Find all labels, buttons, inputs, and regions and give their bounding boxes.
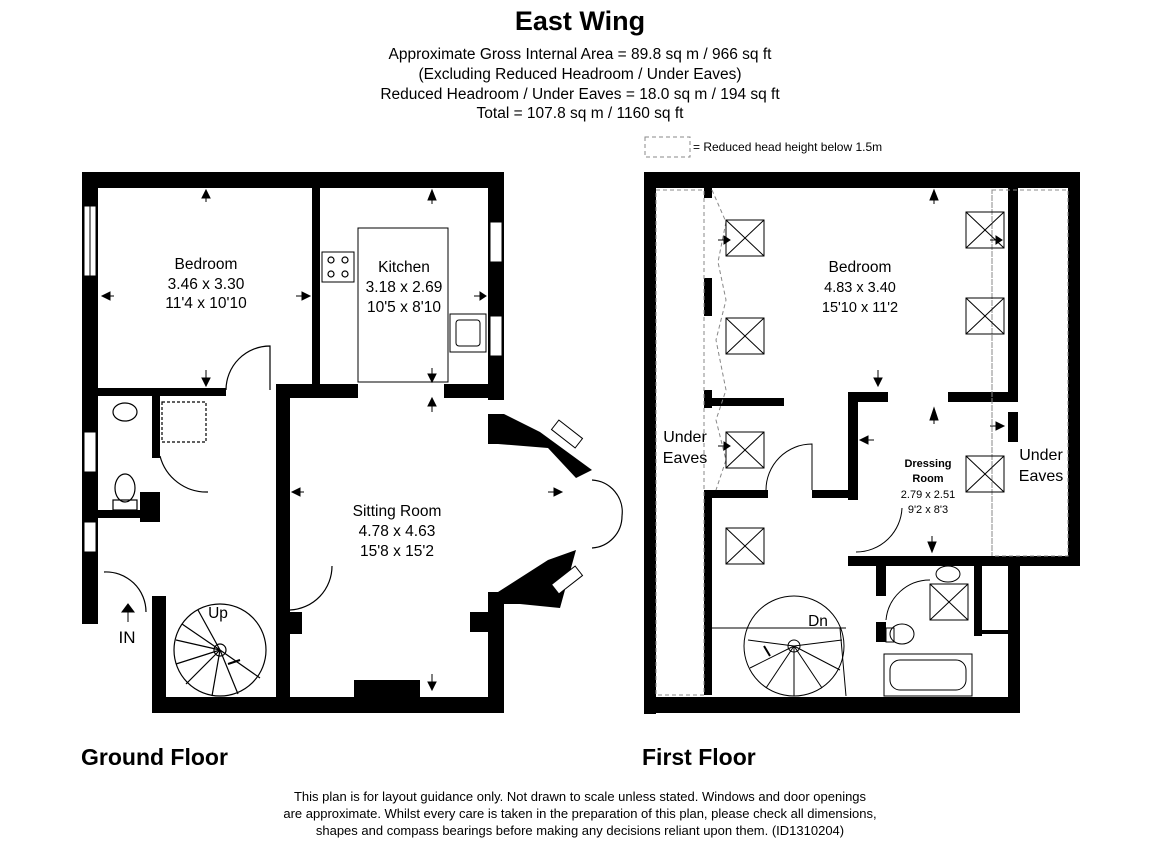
- dressing-room-name-2: Room: [912, 473, 943, 485]
- ground-floor-plan: [82, 172, 592, 713]
- disclaimer: This plan is for layout guidance only. N…: [0, 788, 1160, 839]
- gf-top-wall: [82, 172, 504, 188]
- gf-dimension-arrows: [100, 188, 564, 692]
- dressing-room-metric: 2.79 x 2.51: [901, 489, 955, 501]
- ff-left-wall: [644, 172, 656, 714]
- gf-bedroom-name: Bedroom: [175, 256, 238, 273]
- legend: = Reduced head height below 1.5m: [644, 136, 882, 158]
- total-area-text: Total = 107.8 sq m / 1160 sq ft: [476, 105, 684, 122]
- gross-area-text: Approximate Gross Internal Area = 89.8 s…: [388, 46, 772, 63]
- disclaimer-line-2: are approximate. Whilst every care is ta…: [283, 806, 877, 821]
- sitting-room-metric: 4.78 x 4.63: [359, 523, 436, 540]
- ff-dimension-arrows: [718, 188, 1006, 554]
- gf-bed-kitchen-wall: [312, 188, 320, 384]
- disclaimer-line-1: This plan is for layout guidance only. N…: [293, 789, 867, 804]
- sitting-room-name: Sitting Room: [353, 503, 442, 520]
- entrance-label: IN: [119, 628, 136, 647]
- gf-doors: [103, 227, 623, 697]
- first-floor-label: First Floor: [642, 744, 756, 770]
- ff-bottom-wall: [644, 697, 1020, 713]
- ff-top-wall: [644, 172, 1080, 188]
- ff-reduced-headroom: [655, 189, 1069, 696]
- gf-bedroom-imperial: 11'4 x 10'10: [165, 295, 247, 312]
- plan-title: East Wing: [514, 6, 646, 36]
- gf-stairs-label: Up: [208, 605, 228, 622]
- gross-area-note: (Excluding Reduced Headroom / Under Eave…: [418, 66, 742, 83]
- ff-fittings: [712, 211, 1005, 697]
- ff-bedroom-metric: 4.83 x 3.40: [824, 280, 896, 296]
- gf-labels: Bedroom 3.46 x 3.30 11'4 x 10'10 Kitchen…: [119, 256, 443, 647]
- dressing-room-name-1: Dressing: [904, 458, 951, 470]
- eaves-left-line1: Under: [663, 429, 707, 446]
- gf-windows: [83, 205, 584, 595]
- dressing-room-imperial: 9'2 x 8'3: [908, 504, 948, 516]
- ff-stairs-label: Dn: [808, 613, 828, 630]
- legend-label: = Reduced head height below 1.5m: [693, 140, 882, 154]
- disclaimer-line-3: shapes and compass bearings before makin…: [315, 823, 845, 838]
- eaves-right-line1: Under: [1019, 447, 1063, 464]
- ff-right-wall: [1068, 172, 1080, 566]
- first-floor-plan: [644, 172, 1080, 714]
- kitchen-metric: 3.18 x 2.69: [366, 279, 443, 296]
- ground-floor-label: Ground Floor: [81, 744, 228, 770]
- gf-bay-wall-top: [488, 414, 592, 478]
- sitting-room-imperial: 15'8 x 15'2: [360, 543, 434, 560]
- gf-bedroom-metric: 3.46 x 3.30: [168, 276, 245, 293]
- reduced-headroom-area: Reduced Headroom / Under Eaves = 18.0 sq…: [380, 86, 780, 103]
- gf-right-wall-upper: [488, 172, 504, 400]
- ff-bedroom-imperial: 15'10 x 11'2: [822, 300, 898, 316]
- skylights: [725, 211, 1005, 621]
- eaves-right-line2: Eaves: [1019, 468, 1063, 485]
- gf-left-wall: [82, 172, 98, 624]
- eaves-left-line2: Eaves: [663, 450, 707, 467]
- gf-bay-wall-bottom: [488, 550, 576, 608]
- ff-bedroom-name: Bedroom: [829, 259, 892, 276]
- kitchen-name: Kitchen: [378, 259, 430, 276]
- gf-bottom-wall: [152, 697, 504, 713]
- kitchen-imperial: 10'5 x 8'10: [367, 299, 441, 316]
- ff-labels: Bedroom 4.83 x 3.40 15'10 x 11'2 Dressin…: [663, 259, 1064, 630]
